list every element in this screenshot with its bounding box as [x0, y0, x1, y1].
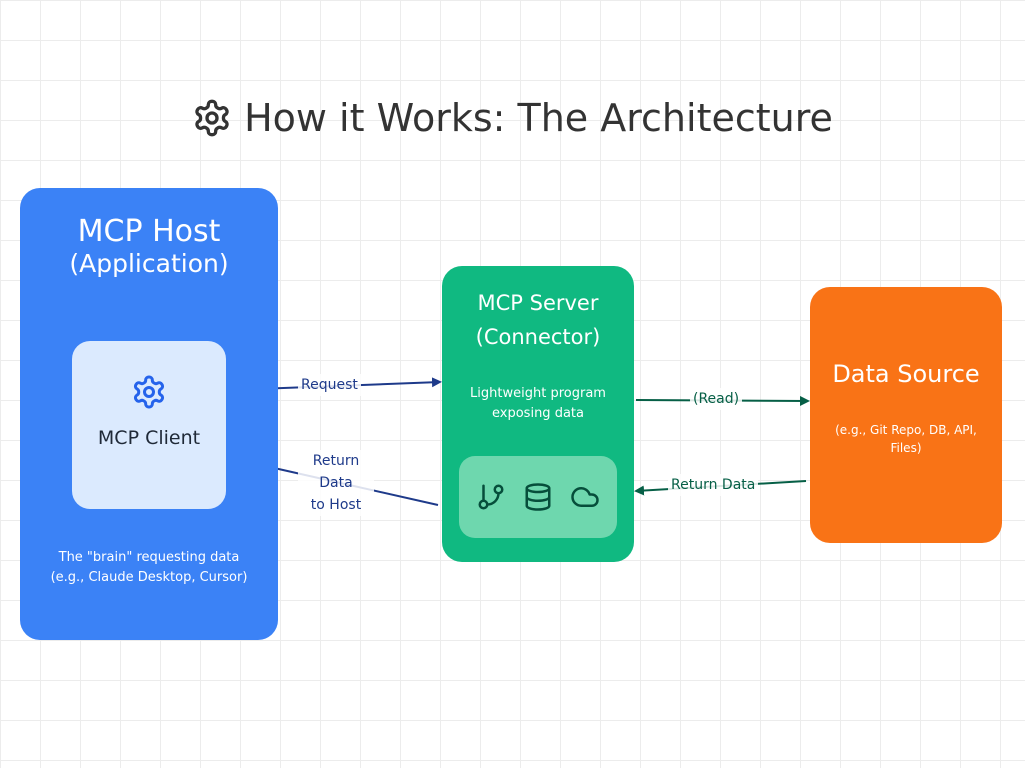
server-title: MCP Server (Connector)	[442, 286, 634, 354]
source-note: (e.g., Git Repo, DB, API, Files)	[835, 423, 977, 455]
host-subtitle: (Application)	[69, 249, 229, 278]
host-note-line1: The "brain" requesting data	[58, 550, 240, 565]
return-data-label: Return Data	[668, 474, 759, 496]
server-description: Lightweight program exposing data	[442, 384, 634, 424]
server-title-line2: (Connector)	[475, 325, 601, 349]
server-desc-line1: Lightweight program	[470, 386, 606, 401]
return-to-host-label: Return Data to Host	[298, 450, 374, 516]
request-label: Request	[298, 374, 361, 396]
server-tools-panel	[459, 456, 617, 538]
server-desc-line2: exposing data	[492, 406, 584, 421]
return-to-host-line1: Return	[312, 453, 360, 469]
mcp-client-box: MCP Client	[72, 341, 226, 509]
data-source-box: Data Source (e.g., Git Repo, DB, API, Fi…	[810, 287, 1002, 543]
gear-icon	[131, 374, 167, 414]
mcp-server-box: MCP Server (Connector) Lightweight progr…	[442, 266, 634, 562]
source-title: Data Source	[832, 360, 980, 388]
return-to-host-line3: to Host	[310, 497, 362, 513]
diagram-title: How it Works: The Architecture	[0, 96, 1025, 140]
host-note-line2: (e.g., Claude Desktop, Cursor)	[50, 570, 248, 585]
host-note: The "brain" requesting data (e.g., Claud…	[20, 548, 278, 588]
title-text: How it Works: The Architecture	[244, 96, 833, 140]
gear-icon	[192, 98, 232, 138]
database-icon	[523, 482, 553, 512]
git-branch-icon	[476, 482, 506, 512]
server-title-line1: MCP Server	[477, 291, 599, 315]
host-title: MCP Host	[77, 214, 221, 249]
read-label: (Read)	[690, 388, 743, 410]
cloud-icon	[570, 482, 600, 512]
client-label: MCP Client	[97, 427, 201, 449]
mcp-host-box: MCP Host (Application) MCP Client The "b…	[20, 188, 278, 640]
return-to-host-line2: Data	[319, 475, 353, 491]
